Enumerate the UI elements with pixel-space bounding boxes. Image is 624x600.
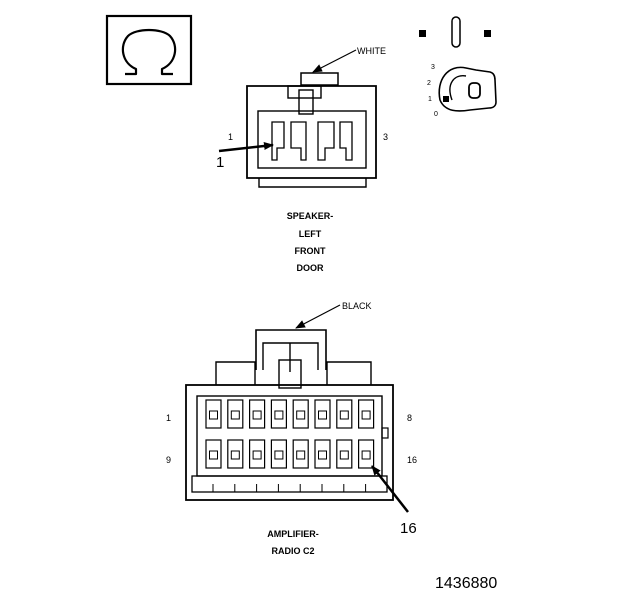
amplifier-cavity-terminal <box>296 410 306 420</box>
amplifier-connector <box>185 304 409 513</box>
amplifier-cavity-terminal <box>230 450 240 460</box>
speaker-caption-line-2: LEFT <box>299 229 322 239</box>
amplifier-cavity-terminal <box>296 450 306 460</box>
speaker-caption-line-4: DOOR <box>297 263 325 273</box>
amplifier-cavity-terminal <box>230 410 240 420</box>
amplifier-cavity-5 <box>292 399 309 429</box>
amplifier-cavity-terminal <box>209 450 218 460</box>
amplifier-cavity-2 <box>227 399 244 429</box>
amplifier-cavity-6 <box>314 399 331 429</box>
amplifier-cavity-terminal <box>339 410 349 420</box>
amplifier-bottom-ribs <box>212 484 367 492</box>
amplifier-cavity-terminal <box>209 410 218 420</box>
key-position-3: 3 <box>431 64 435 71</box>
ignition-key-icon: 3 2 1 0 <box>419 16 497 118</box>
amplifier-cavity-9 <box>205 439 222 469</box>
amplifier-cavity-15 <box>336 439 353 469</box>
omega-icon <box>105 14 193 86</box>
amplifier-cavity-8 <box>358 399 375 429</box>
speaker-callout-label: 1 <box>216 154 224 171</box>
amplifier-cavity-12 <box>270 439 287 469</box>
amplifier-cavities <box>205 399 375 469</box>
key-position-2: 2 <box>427 80 431 87</box>
speaker-cavities <box>271 121 353 161</box>
amplifier-cavity-terminal <box>252 410 262 420</box>
amplifier-cavity-13 <box>292 439 309 469</box>
amplifier-caption-line-1: AMPLIFIER- <box>267 529 319 539</box>
amplifier-cavity-terminal <box>339 450 349 460</box>
amplifier-cavity-1 <box>205 399 222 429</box>
amplifier-cavity-4 <box>270 399 287 429</box>
amplifier-row1-left-label: 1 <box>166 413 171 423</box>
key-position-1: 1 <box>428 96 432 103</box>
amplifier-color-label: BLACK <box>342 301 372 311</box>
speaker-pin-3-label: 3 <box>383 132 388 142</box>
amplifier-cavity-7 <box>336 399 353 429</box>
figure-id: 1436880 <box>435 575 497 592</box>
key-position-0: 0 <box>434 111 438 118</box>
amplifier-caption: AMPLIFIER- RADIO C2 <box>267 529 319 556</box>
amplifier-cavity-11 <box>249 439 266 469</box>
amplifier-cavity-terminal <box>361 410 371 420</box>
amplifier-callout-label: 16 <box>400 520 417 537</box>
amplifier-cavity-16 <box>358 439 375 469</box>
amplifier-cavity-terminal <box>318 410 327 420</box>
amplifier-row2-left-label: 9 <box>166 455 171 465</box>
amplifier-cavity-terminal <box>274 410 284 420</box>
speaker-caption-line-3: FRONT <box>295 246 326 256</box>
speaker-pin-1-label: 1 <box>228 132 233 142</box>
amplifier-cavity-10 <box>227 439 244 469</box>
amplifier-cavity-terminal <box>252 450 262 460</box>
amplifier-cavity-terminal <box>361 450 371 460</box>
speaker-caption: SPEAKER- LEFT FRONT DOOR <box>287 211 334 273</box>
amplifier-cavity-3 <box>249 399 266 429</box>
amplifier-row1-right-label: 8 <box>407 413 412 423</box>
amplifier-cavity-terminal <box>274 450 284 460</box>
amplifier-cavity-14 <box>314 439 331 469</box>
amplifier-caption-line-2: RADIO C2 <box>271 546 314 556</box>
amplifier-cavity-terminal <box>318 450 327 460</box>
speaker-connector <box>218 49 377 188</box>
speaker-caption-line-1: SPEAKER- <box>287 211 334 221</box>
speaker-color-label: WHITE <box>357 46 386 56</box>
amplifier-row2-right-label: 16 <box>407 455 417 465</box>
